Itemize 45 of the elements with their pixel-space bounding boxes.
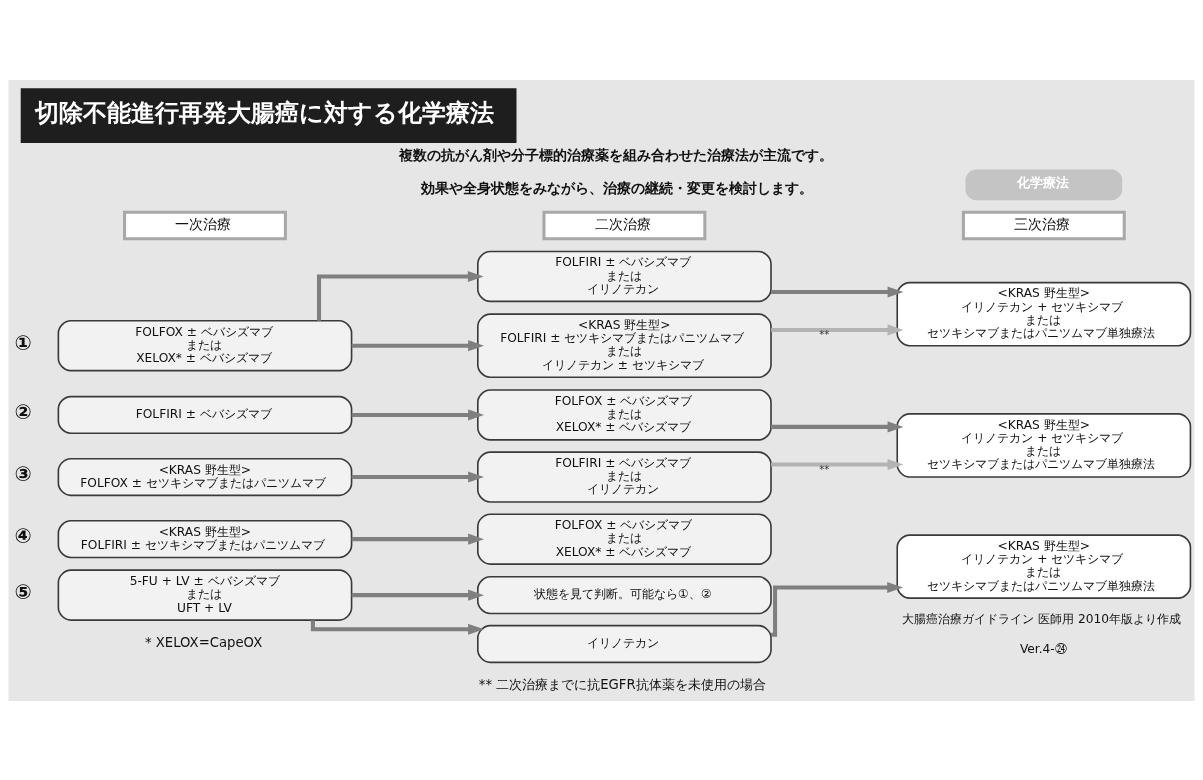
label: * XELOX=CapeOX	[144, 634, 263, 650]
arrow	[351, 408, 484, 420]
label: Ver.4-㉔	[1019, 641, 1067, 656]
node-box: FOLFIRI ± ベバシズマブ	[57, 395, 353, 434]
node-box: <KRAS 野生型> FOLFIRI ± セツキシマブまたはパニツムマブ または イリノテカン ± セツキシマブ	[477, 312, 772, 378]
node-box: 一次治療	[123, 210, 287, 240]
node-box: FOLFOX ± ベバシズマブ または XELOX* ± ベバシズマブ	[477, 388, 772, 441]
node-label: ⑤	[14, 579, 32, 604]
arrow	[771, 581, 904, 637]
node-label: ④	[14, 523, 32, 548]
label: ** 二次治療までに抗EGFR抗体薬を未使用の場合	[478, 676, 766, 692]
label: 大腸癌治療ガイドライン 医師用 2010年版より作成	[902, 611, 1182, 626]
label: 化学療法	[1017, 174, 1070, 190]
node-box: <KRAS 野生型> イリノテカン + セツキシマブ または セツキシマブまたはパニツムマブ単独療法	[896, 533, 1192, 599]
arrow	[771, 420, 904, 432]
node-box: FOLFIRI ± ベバシズマブ または イリノテカン	[477, 250, 772, 302]
node-label: ①	[14, 330, 32, 355]
node-box: FOLFOX ± ベバシズマブ または XELOX* ± ベバシズマブ	[477, 512, 772, 565]
node-box: 5-FU + LV ± ベバシズマブ または UFT + LV	[57, 568, 353, 621]
node-box: 二次治療	[542, 210, 707, 240]
label: 効果や全身状態をみながら、治療の継続・変更を検討します。	[420, 179, 813, 196]
edge-label: **	[819, 328, 830, 340]
diagram-title: 切除不能進行再発大腸癌に対する化学療法	[35, 97, 495, 127]
arrow	[351, 471, 484, 483]
arrow	[316, 270, 484, 321]
node-box: 三次治療	[961, 210, 1126, 240]
arrow	[310, 619, 484, 635]
node-box: FOLFOX ± ベバシズマブ または XELOX* ± ベバシズマブ	[57, 319, 353, 371]
label: 複数の抗がん剤や分子標的治療薬を組み合わせた治療法が主流です。	[399, 146, 834, 163]
arrow	[351, 339, 484, 351]
arrow	[771, 285, 904, 298]
edge-label: **	[819, 463, 830, 475]
arrow	[771, 458, 904, 470]
node-label: ③	[14, 461, 32, 486]
node-box: <KRAS 野生型> FOLFOX ± セツキシマブまたはパニツムマブ	[57, 457, 353, 496]
node-box: イリノテカン	[477, 624, 772, 663]
arrow	[771, 323, 904, 335]
node-box: FOLFIRI ± ベバシズマブ または イリノテカン	[477, 450, 772, 503]
arrow	[351, 533, 484, 545]
node-box: <KRAS 野生型> FOLFIRI ± セツキシマブまたはパニツムマブ	[57, 519, 353, 558]
arrow	[351, 589, 484, 601]
node-box: 状態を見て判断。可能なら①、②	[477, 575, 772, 614]
node-box: <KRAS 野生型> イリノテカン + セツキシマブ または セツキシマブまたはパニツムマブ単独療法	[896, 281, 1192, 347]
node-label: ②	[14, 399, 32, 424]
node-box: <KRAS 野生型> イリノテカン + セツキシマブ または セツキシマブまたはパニツムマブ単独療法	[896, 412, 1192, 478]
